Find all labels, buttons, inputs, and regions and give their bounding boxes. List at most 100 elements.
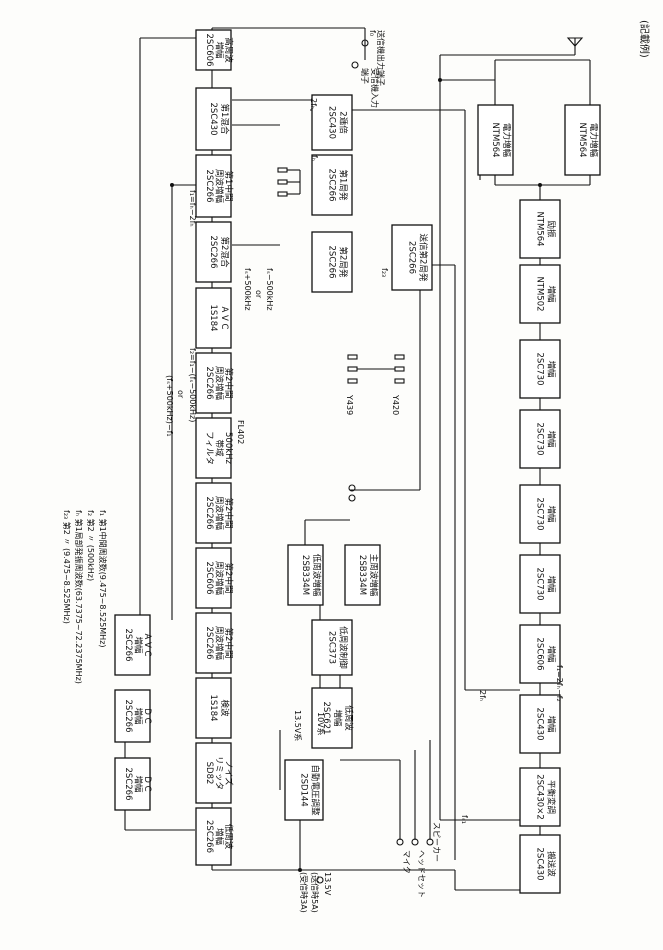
label-headset: ヘッドセット [417,850,426,898]
block-box [519,339,561,399]
block-text: 2SB334M [300,555,310,595]
block-box [114,614,151,676]
block-text: NTM564 [535,211,545,246]
block-text: 増幅 [546,285,557,303]
block-box [195,547,232,609]
block-text: 2SC266 [208,236,218,269]
block-text: NTM564 [577,122,587,157]
block-text: 第2局発 [338,247,349,278]
block-text: 増幅 [546,715,557,733]
block-text: 2SC266 [204,170,214,203]
block-text: 2SC606 [204,34,214,67]
block-text: 周波増幅 [214,561,225,596]
block-text: 平衡変調 [546,780,557,814]
block-box [519,554,561,614]
label-2fh: 2fₕ [478,690,487,701]
block-text: 搬送波 [546,851,557,877]
label-rx-in: 受信機入力 [370,68,380,108]
block-text: 2SB334M [357,555,367,595]
block-text: 第2中間 [223,628,234,659]
block-box [519,767,561,827]
notes-layer: f₁ 第1中間周波数(9.475~8.525MHz) f₂ 第2 〃 (500k… [62,510,108,684]
label-f1-eq: f₁=fₕ−2fₕ [188,190,197,227]
block-text: 2SC266 [123,768,133,801]
block-box [477,104,514,176]
block-box [311,94,353,151]
label-ft-eq: f₁=2fₕ−f₂ [555,665,564,702]
block-box [195,29,232,71]
block-text: 増幅 [214,828,225,846]
block-box [195,154,232,218]
block-text: 増幅 [214,41,225,59]
block-text: D C [142,776,152,791]
block-text: 第2中間 [223,498,234,529]
label-10v: 10V系 [316,712,326,736]
block-text: 2SC430 [208,103,218,136]
labels-layer: 送信機出力端子 f₀ 受信機入力 端子 2fₕ f₁=fₕ−2fₕ fₕ fₛ−… [165,30,564,913]
block-text: 2SC730 [535,568,545,601]
block-box [311,231,353,293]
label-rx-amp: (受信時3A) [299,872,309,913]
block-text: A V C [142,634,152,657]
block-box [519,409,561,469]
block-box [195,417,232,479]
block-text: 2SC266 [204,497,214,530]
block-text: 増幅 [546,645,557,663]
block-text: 周波増幅 [214,626,225,661]
block-text: 2SC430 [327,106,337,139]
blocks-layer: 高周波増幅2SC606第1混合2SC430第1中間周波増幅2SC266第2混合2… [114,29,601,894]
crystal-group-mid [347,354,405,384]
label-f23: f₂₃ [380,268,389,277]
block-text: 高周波 [223,37,234,63]
label-f2h: 2fₕ [309,98,318,109]
block-text: 増幅 [332,709,343,727]
block-box [195,87,232,151]
block-text: 増幅 [546,430,557,448]
note-4: f₂₃ 第2 〃 (9.475~8.525MHz) [62,510,72,624]
block-text: 第2混合 [219,237,230,268]
block-text: 2SC266 [123,700,133,733]
block-box [195,807,232,866]
block-text: フィルタ [204,431,214,465]
block-text: 自動電圧調整 [310,764,321,816]
block-text: 2SC621 [321,702,331,735]
label-mic: マイク [402,850,411,874]
block-text: 増幅 [133,636,144,654]
block-text: 2SC266 [123,629,133,662]
label-antenna-term: 送信機出力端子 [376,30,386,86]
block-text: 2SC430 [535,848,545,881]
block-text: 2SC266 [327,246,337,279]
block-box [287,544,324,606]
block-box [311,687,353,749]
block-text: 2SC430×2 [535,774,545,820]
block-text: 2SC606 [204,562,214,595]
block-text: 第2中間 [223,368,234,399]
block-text: 2SC730 [535,423,545,456]
label-13-5v: 13.5V [323,872,332,896]
block-box [519,834,561,894]
crystal-group-left [277,167,301,197]
block-text: 2SC373 [327,631,337,664]
block-box [519,624,561,684]
block-text: NTM564 [490,122,500,157]
block-text: 2SC730 [535,498,545,531]
block-text: 第2中間 [223,563,234,594]
block-box [195,742,232,804]
